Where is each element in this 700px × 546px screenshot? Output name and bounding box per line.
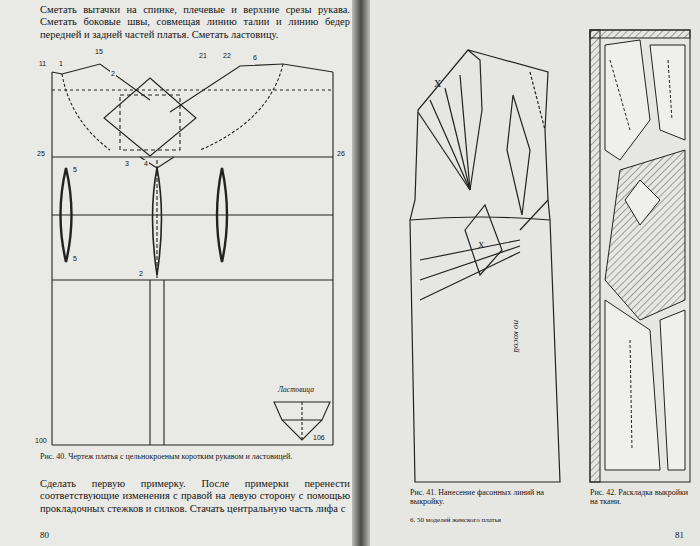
piece-name: Ластовица [278,386,314,395]
layout-on-fabric [590,30,690,482]
mark-cross: Х [478,240,485,251]
point-number: 5 [72,166,78,174]
point-number: 1 [58,60,64,68]
book-gutter [352,0,370,546]
pattern-styling-lines [410,50,560,482]
figure-caption: Рис. 40. Чертеж платья с цельнокроеным к… [40,452,340,461]
page-number: 80 [40,530,49,541]
figure-caption: Рис. 41. Нанесение фасонных линий на вык… [410,488,575,507]
figure-caption: Рис. 42. Раскладка выкройки на ткани. [590,488,695,507]
point-number: 21 [198,52,208,60]
point-number: 4 [143,160,149,168]
point-number: 2 [110,70,116,78]
point-number: 2 [138,270,144,278]
left-page [0,0,352,546]
point-number: 15 [94,48,104,56]
right-page [370,0,700,546]
page-number: 81 [675,530,684,541]
dress-draft [52,64,333,445]
point-number: 22 [222,52,232,60]
page-text: Сделать первую примерку. После примерки … [40,478,350,515]
point-number: 106 [312,434,326,442]
grain-note: по косой [511,320,522,352]
point-number: 3 [124,160,130,168]
point-number: 26 [336,150,346,158]
page-text: Сметать вытачки на спинке, плечевые и ве… [40,4,350,41]
point-number: 6 [252,54,258,62]
point-number: 100 [34,437,48,445]
point-number: 25 [36,150,46,158]
mark-cross: Х [434,78,441,90]
page-footer: 6. 50 моделей женского платья [410,516,590,524]
point-number: 11 [38,60,47,68]
point-number: 5 [72,255,78,263]
